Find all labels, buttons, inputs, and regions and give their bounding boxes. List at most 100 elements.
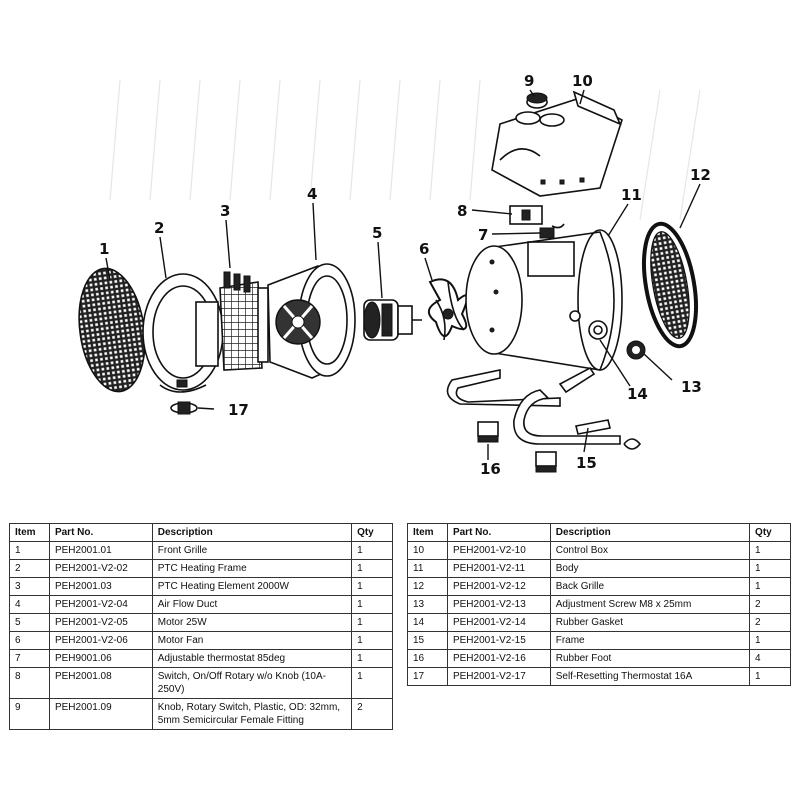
part-body (465, 229, 623, 371)
cell-qty: 4 (749, 649, 791, 668)
cell-item: 3 (9, 577, 50, 596)
cell-part-no: PEH2001-V2-02 (48, 559, 153, 578)
cell-description: Air Flow Duct (151, 595, 353, 614)
cell-part-no: PEH2001-V2-17 (446, 667, 551, 686)
callout-12: 12 (690, 166, 711, 184)
cell-item: 11 (407, 559, 448, 578)
cell-description: Motor 25W (151, 613, 353, 632)
part-knob (526, 92, 548, 109)
cell-qty: 1 (749, 559, 791, 578)
part-back-grille (642, 221, 698, 349)
cell-part-no: PEH2001.09 (48, 698, 153, 730)
cell-item: 16 (407, 649, 448, 668)
part-front-grille (78, 267, 146, 393)
cell-qty: 1 (351, 595, 393, 614)
cell-description: Adjustment Screw M8 x 25mm (549, 595, 751, 614)
cell-description: Rubber Gasket (549, 613, 751, 632)
callout-5: 5 (372, 224, 382, 242)
cell-qty: 1 (749, 541, 791, 560)
cell-qty: 1 (351, 649, 393, 668)
cell-part-no: PEH2001.01 (48, 541, 153, 560)
cell-item: 7 (9, 649, 50, 668)
cell-item: 6 (9, 631, 50, 650)
cell-item: 14 (407, 613, 448, 632)
callout-8: 8 (457, 202, 467, 220)
cell-description: Back Grille (549, 577, 751, 596)
leader-lines (105, 89, 701, 460)
callout-9: 9 (524, 72, 534, 90)
cell-description: Frame (549, 631, 751, 650)
table-header-row: Item Part No. Description Qty (9, 523, 393, 542)
cell-item: 13 (407, 595, 448, 614)
cell-description: Rubber Foot (549, 649, 751, 668)
cell-qty: 1 (749, 631, 791, 650)
cell-description: Switch, On/Off Rotary w/o Knob (10A-250V… (151, 667, 353, 699)
cell-qty: 1 (351, 541, 393, 560)
background-guides (109, 79, 701, 221)
cell-part-no: PEH2001-V2-15 (446, 631, 551, 650)
part-motor-fan (428, 278, 469, 341)
cell-qty: 1 (351, 613, 393, 632)
header-qty: Qty (351, 523, 393, 542)
callout-16: 16 (480, 460, 501, 478)
part-control-box (491, 90, 623, 197)
cell-qty: 1 (351, 667, 393, 699)
header-part-no: Part No. (48, 523, 153, 542)
cell-item: 12 (407, 577, 448, 596)
callout-14: 14 (627, 385, 648, 403)
callout-6: 6 (419, 240, 429, 258)
cell-item: 4 (9, 595, 50, 614)
part-adjustable-thermostat (539, 223, 565, 239)
cell-qty: 1 (351, 577, 393, 596)
cell-part-no: PEH2001-V2-12 (446, 577, 551, 596)
cell-description: Adjustable thermostat 85deg (151, 649, 353, 668)
cell-qty: 1 (749, 667, 791, 686)
callout-10: 10 (572, 72, 593, 90)
cell-part-no: PEH2001-V2-13 (446, 595, 551, 614)
cell-part-no: PEH2001-V2-14 (446, 613, 551, 632)
cell-qty: 1 (351, 559, 393, 578)
cell-description: Motor Fan (151, 631, 353, 650)
callout-13: 13 (681, 378, 702, 396)
cell-description: Body (549, 559, 751, 578)
cell-part-no: PEH2001.03 (48, 577, 153, 596)
part-ptc-heating-element (219, 271, 269, 371)
cell-part-no: PEH2001-V2-06 (48, 631, 153, 650)
part-self-resetting-thermostat (170, 401, 198, 415)
cell-qty: 1 (749, 577, 791, 596)
cell-description: Self-Resetting Thermostat 16A (549, 667, 751, 686)
callout-15: 15 (576, 454, 597, 472)
callout-11: 11 (621, 186, 642, 204)
cell-description: Front Grille (151, 541, 353, 560)
cell-part-no: PEH2001-V2-16 (446, 649, 551, 668)
callout-1: 1 (99, 240, 109, 258)
callout-4: 4 (307, 185, 317, 203)
cell-item: 1 (9, 541, 50, 560)
cell-qty: 2 (749, 595, 791, 614)
cell-item: 10 (407, 541, 448, 560)
callout-labels: 1 2 3 4 5 6 7 8 9 10 11 12 13 14 15 16 1… (99, 72, 711, 478)
callout-7: 7 (478, 226, 488, 244)
cell-item: 9 (9, 698, 50, 730)
header-item: Item (407, 523, 448, 542)
cell-item: 5 (9, 613, 50, 632)
cell-qty: 2 (749, 613, 791, 632)
cell-description: Knob, Rotary Switch, Plastic, OD: 32mm, … (151, 698, 353, 730)
part-rubber-foot (477, 421, 557, 473)
cell-item: 2 (9, 559, 50, 578)
cell-item: 17 (407, 667, 448, 686)
